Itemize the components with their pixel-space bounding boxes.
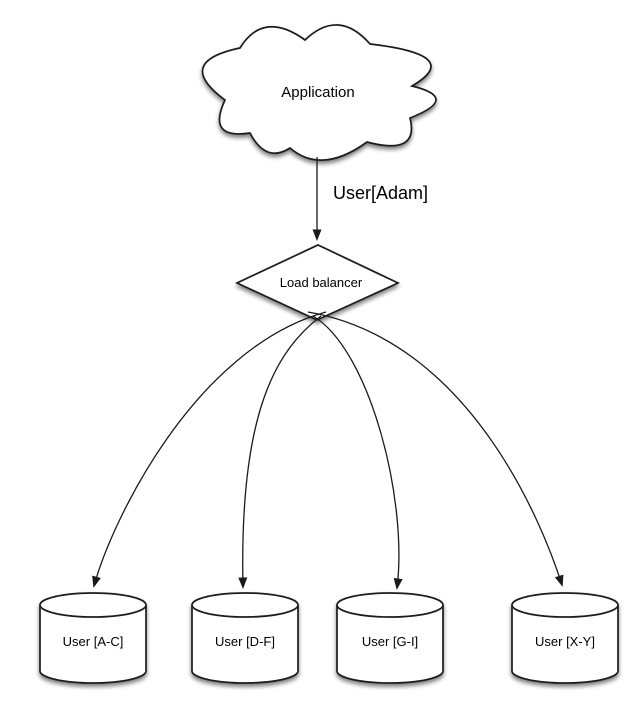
cylinder-shape	[336, 592, 444, 684]
request-edge-label: User[Adam]	[333, 183, 428, 203]
lb-to-shard4-arrow	[307, 311, 564, 587]
shard-node-2: User [D-F]	[191, 592, 299, 684]
load-balancer-node: Load balancer	[234, 244, 401, 321]
load-balancer-label: Load balancer	[280, 275, 363, 290]
shard-node-4: User [X-Y]	[511, 592, 619, 684]
application-label: Application	[281, 84, 354, 101]
cloud-shape	[201, 24, 437, 161]
lb-to-shard2-arrow	[238, 315, 322, 589]
shard-label: User [X-Y]	[535, 634, 595, 649]
shard-label: User [G-I]	[362, 634, 418, 649]
shard-node-3: User [G-I]	[336, 592, 444, 684]
shard-label: User [D-F]	[215, 634, 275, 649]
cylinder-shape	[39, 592, 147, 684]
lb-to-shard3-arrow	[312, 315, 403, 590]
cylinder-shape	[191, 592, 299, 684]
lb-to-shard1-arrow	[92, 311, 327, 588]
cylinder-shape	[511, 592, 619, 684]
shard-label: User [A-C]	[63, 634, 124, 649]
lb-to-shard-arrows	[92, 311, 564, 590]
application-node: Application	[201, 24, 437, 161]
shard-node-1: User [A-C]	[39, 592, 147, 684]
